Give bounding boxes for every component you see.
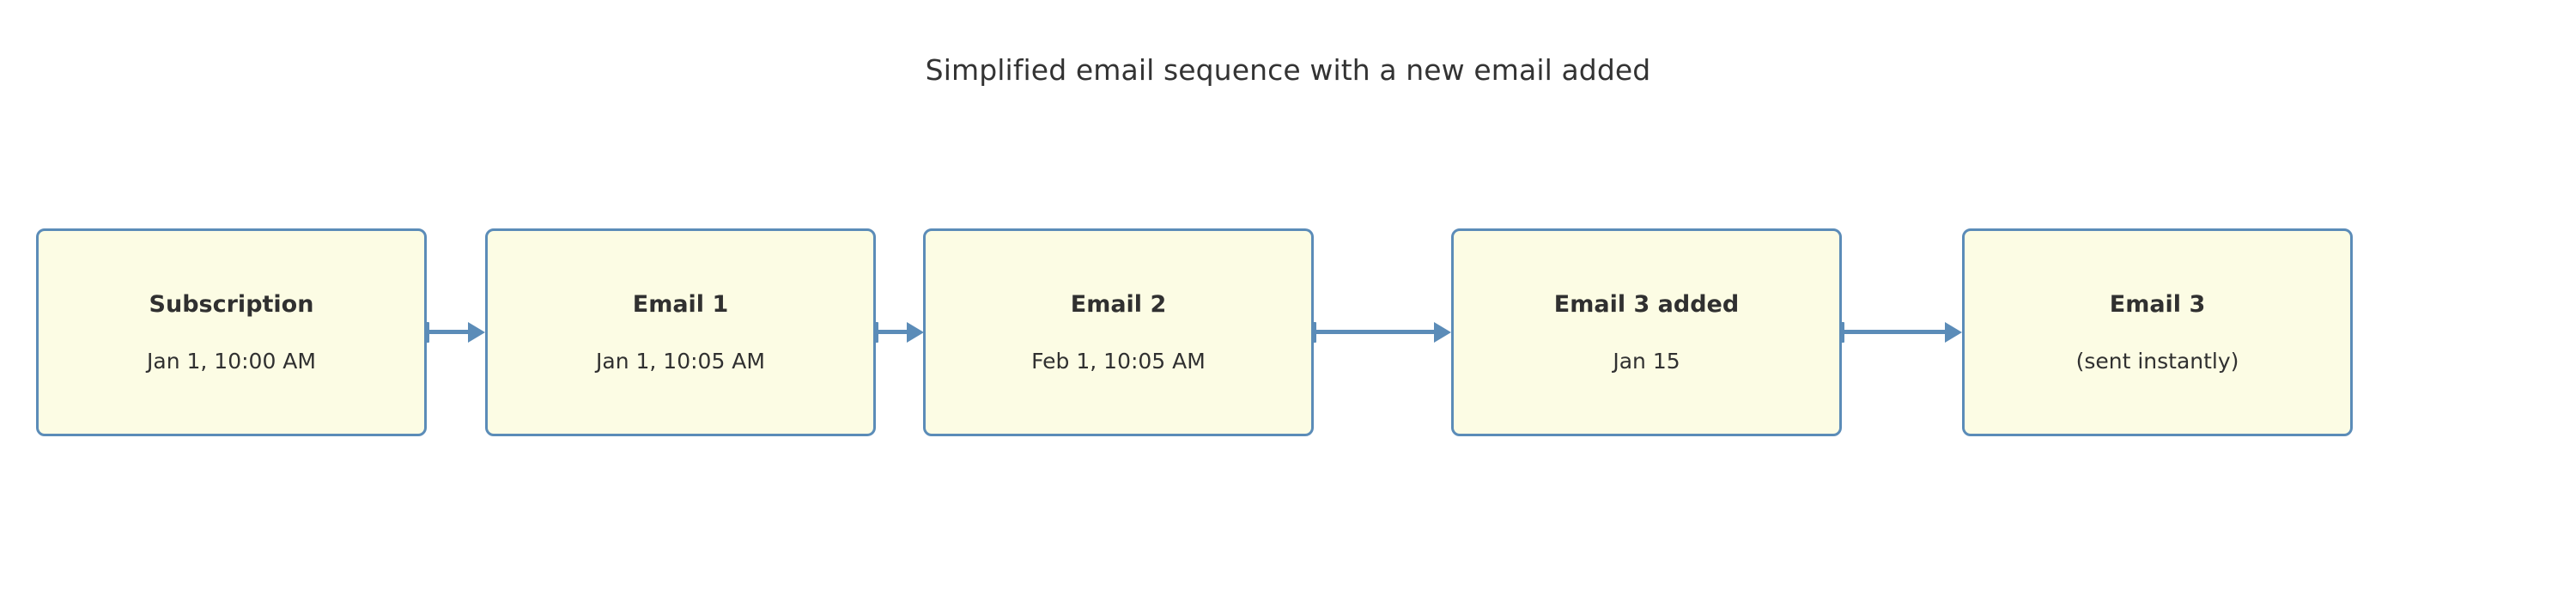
flow-node-title: Subscription — [149, 290, 314, 318]
arrow-head-icon — [907, 322, 924, 343]
flow-node-email-3[interactable]: Email 3 (sent instantly) — [1962, 228, 2353, 436]
arrow-line — [427, 330, 471, 334]
arrow-head-icon — [468, 322, 485, 343]
flow-node-email-1[interactable]: Email 1 Jan 1, 10:05 AM — [485, 228, 876, 436]
arrow-line — [1314, 330, 1437, 334]
arrow-head-icon — [1434, 322, 1451, 343]
arrow-line — [1842, 330, 1948, 334]
flow-node-title: Email 1 — [632, 290, 729, 318]
flow-node-subtitle: Feb 1, 10:05 AM — [1031, 348, 1206, 374]
flow-node-title: Email 2 — [1070, 290, 1167, 318]
page-title: Simplified email sequence with a new ema… — [925, 53, 1651, 87]
flow-node-subtitle: Jan 15 — [1613, 348, 1680, 374]
arrow-head-icon — [1945, 322, 1962, 343]
flow-node-subtitle: Jan 1, 10:05 AM — [596, 348, 765, 374]
flow-node-title: Email 3 added — [1553, 290, 1740, 318]
arrow-line — [876, 330, 910, 334]
flow-node-subtitle: (sent instantly) — [2075, 348, 2239, 374]
flow-node-title: Email 3 — [2109, 290, 2206, 318]
flow-node-subtitle: Jan 1, 10:00 AM — [147, 348, 316, 374]
flow-node-email-2[interactable]: Email 2 Feb 1, 10:05 AM — [923, 228, 1314, 436]
flow-node-email-3-added[interactable]: Email 3 added Jan 15 — [1451, 228, 1842, 436]
flow-node-subscription[interactable]: Subscription Jan 1, 10:00 AM — [36, 228, 427, 436]
